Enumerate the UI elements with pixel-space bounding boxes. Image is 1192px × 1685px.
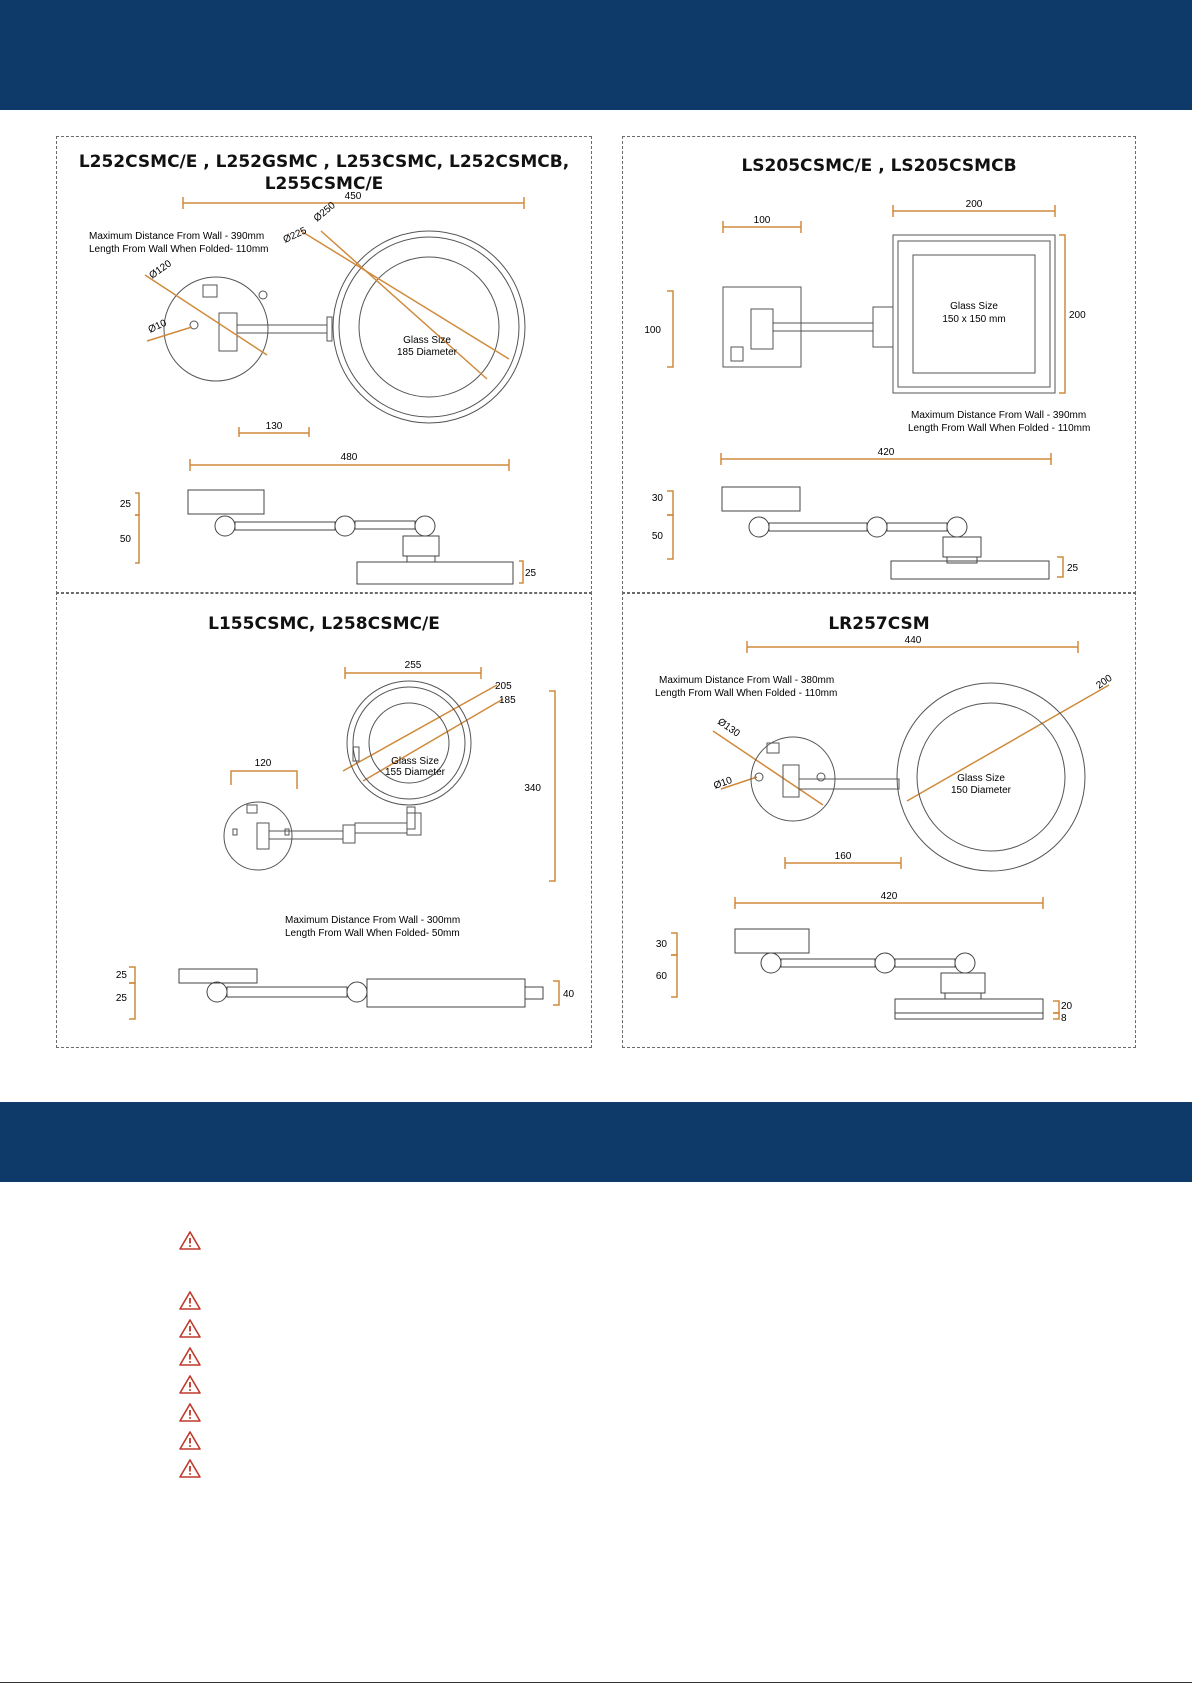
dim-340: 340 [524, 783, 541, 794]
dim-25: 25 [1067, 563, 1079, 574]
dim-d130: Ø130 [715, 716, 742, 739]
drawing-l155: 255 205 185 120 340 Glass Size 155 Diame… [116, 660, 575, 1020]
dim-185: 185 [499, 695, 516, 706]
dim-200w: 200 [966, 199, 983, 210]
panel-title-line1: LS205CSMC/E , LS205CSMCB [741, 156, 1017, 176]
panel-title-line2: L255CSMC/E [264, 174, 384, 194]
glass-line2: 150 x 150 mm [942, 314, 1005, 325]
panel-title: LS205CSMC/E , LS205CSMCB [623, 155, 1135, 177]
dim-130: 130 [266, 421, 283, 432]
glass-line1: Glass Size [403, 335, 451, 346]
dim-40: 40 [563, 989, 575, 1000]
footer-rule [0, 1682, 1192, 1683]
glass-line2: 185 Diameter [397, 347, 458, 358]
panel-title-line1: L252CSMC/E , L252GSMC , L253CSMC, L252CS… [78, 152, 570, 172]
dim-30: 30 [656, 939, 668, 950]
panel-title: LR257CSM [623, 613, 1135, 635]
note-line2: Length From Wall When Folded - 110mm [908, 423, 1090, 434]
dim-d10: Ø10 [147, 318, 169, 336]
panel-l155: L155CSMC, L258CSMC/E 255 205 185 120 340 [56, 592, 592, 1048]
dim-50: 50 [652, 531, 664, 542]
warning-triangle-icon [178, 1402, 202, 1428]
dim-205: 205 [495, 681, 512, 692]
drawing-l252: 450 Maximum Distance From Wall - 390mm L… [89, 191, 537, 585]
glass-line2: 155 Diameter [385, 767, 446, 778]
dim-440: 440 [905, 635, 922, 646]
panel-title-line1: LR257CSM [828, 614, 930, 634]
dim-120: 120 [255, 758, 272, 769]
dim-200h: 200 [1069, 310, 1086, 321]
glass-line1: Glass Size [391, 756, 439, 767]
dim-8: 8 [1061, 1013, 1067, 1024]
drawing-ls205: 100 200 100 200 Glass Size 150 x 150 mm … [644, 199, 1090, 580]
dim-25a: 25 [120, 499, 132, 510]
header-band [0, 0, 1192, 110]
dim-d225: Ø225 [282, 225, 309, 245]
panel-ls205: LS205CSMC/E , LS205CSMCB 100 200 100 200… [622, 136, 1136, 594]
note-line1: Maximum Distance From Wall - 390mm [89, 231, 264, 242]
drawing-lr257: 440 Maximum Distance From Wall - 380mm L… [655, 635, 1115, 1024]
dim-25b: 25 [525, 568, 537, 579]
panel-title: L155CSMC, L258CSMC/E [57, 613, 591, 635]
dim-20: 20 [1061, 1001, 1073, 1012]
note-line1: Maximum Distance From Wall - 300mm [285, 915, 460, 926]
dim-160: 160 [835, 851, 852, 862]
dim-25b: 25 [116, 993, 128, 1004]
panel-lr257: LR257CSM 440 Maximum Distance From Wall … [622, 592, 1136, 1048]
dim-100h: 100 [644, 325, 661, 336]
glass-line2: 150 Diameter [951, 785, 1012, 796]
dim-450: 450 [345, 191, 362, 202]
panel-title: L252CSMC/E , L252GSMC , L253CSMC, L252CS… [57, 151, 591, 195]
panel-title-line1: L155CSMC, L258CSMC/E [208, 614, 440, 634]
panel-l252: L252CSMC/E , L252GSMC , L253CSMC, L252CS… [56, 136, 592, 594]
note-line2: Length From Wall When Folded - 110mm [655, 688, 837, 699]
warning-triangle-icon [178, 1458, 202, 1484]
dim-50: 50 [120, 534, 132, 545]
dim-d200: 200 [1094, 673, 1114, 692]
dim-30: 30 [652, 493, 664, 504]
warning-triangle-icon [178, 1318, 202, 1344]
dim-100w: 100 [754, 215, 771, 226]
warning-triangle-icon [178, 1430, 202, 1456]
note-line2: Length From Wall When Folded- 110mm [89, 244, 269, 255]
dim-420: 420 [878, 447, 895, 458]
warning-triangle-icon [178, 1230, 202, 1256]
note-line1: Maximum Distance From Wall - 390mm [911, 410, 1086, 421]
dim-480: 480 [341, 452, 358, 463]
warning-triangle-icon [178, 1290, 202, 1316]
note-line1: Maximum Distance From Wall - 380mm [659, 675, 834, 686]
dim-420: 420 [881, 891, 898, 902]
glass-line1: Glass Size [957, 773, 1005, 784]
dim-d10: Ø10 [712, 775, 734, 792]
glass-line1: Glass Size [950, 301, 998, 312]
section-band [0, 1102, 1192, 1182]
dim-d120: Ø120 [147, 258, 174, 281]
dim-25a: 25 [116, 970, 128, 981]
warning-triangle-icon [178, 1374, 202, 1400]
dim-60: 60 [656, 971, 668, 982]
dim-255: 255 [405, 660, 422, 671]
note-line2: Length From Wall When Folded- 50mm [285, 928, 460, 939]
warning-triangle-icon [178, 1346, 202, 1372]
